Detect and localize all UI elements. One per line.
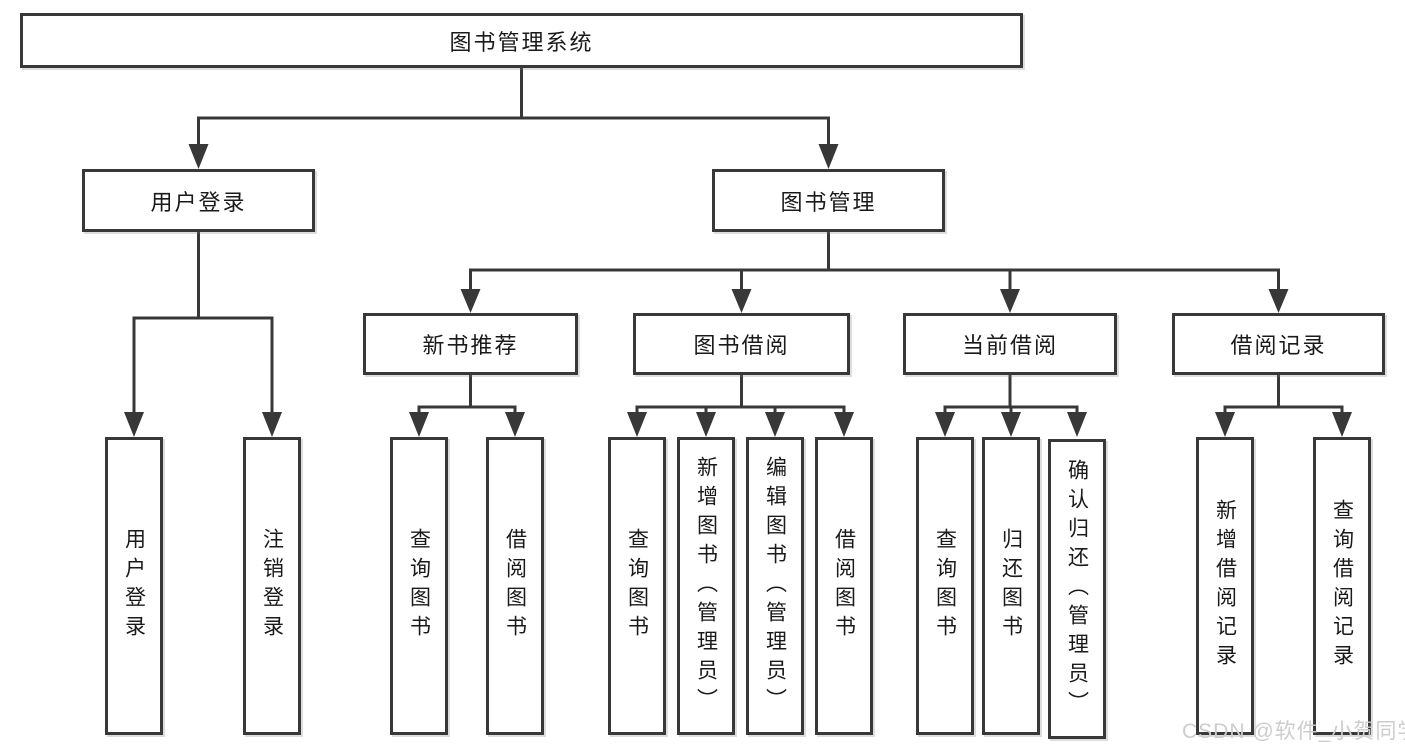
leaf-add-books-admin-label: 新增图书（管理员） (694, 455, 718, 717)
leaf-query-books-borrowing-label: 查询图书 (625, 528, 649, 644)
leaf-edit-books-admin: 编辑图书（管理员） (746, 437, 804, 735)
leaf-query-books-current: 查询图书 (916, 437, 974, 735)
arrowhead-icons (124, 144, 1352, 437)
leaf-query-books-current-label: 查询图书 (933, 528, 957, 644)
node-borrowing-records-label: 借阅记录 (1230, 333, 1327, 358)
node-library-system-label: 图书管理系统 (449, 29, 594, 55)
node-user-login-module-label: 用户登录 (150, 189, 247, 215)
leaf-user-login: 用户登录 (105, 437, 163, 735)
node-new-book-recommendation-label: 新书推荐 (422, 333, 519, 358)
leaf-confirm-return-admin: 确认归还（管理员） (1048, 439, 1106, 739)
leaf-confirm-return-admin-label: 确认归还（管理员） (1065, 458, 1089, 720)
leaf-query-books-recommend: 查询图书 (390, 437, 448, 735)
node-library-system: 图书管理系统 (20, 13, 1023, 68)
leaf-borrow-books: 借阅图书 (815, 437, 873, 735)
leaf-query-borrow-record: 查询借阅记录 (1313, 437, 1371, 735)
leaf-query-borrow-record-label: 查询借阅记录 (1330, 499, 1354, 673)
leaf-logout-login-label: 注销登录 (260, 528, 284, 644)
node-book-management-module: 图书管理 (712, 169, 945, 232)
csdn-watermark: CSDN @软件_小贺同学 (1182, 720, 1405, 743)
leaf-add-borrow-record-label: 新增借阅记录 (1213, 499, 1237, 673)
leaf-query-books-borrowing: 查询图书 (608, 437, 666, 735)
node-new-book-recommendation: 新书推荐 (363, 313, 578, 375)
leaf-add-borrow-record: 新增借阅记录 (1196, 437, 1254, 735)
node-book-borrowing: 图书借阅 (633, 313, 850, 375)
leaf-logout-login: 注销登录 (243, 437, 301, 735)
node-book-borrowing-label: 图书借阅 (693, 333, 790, 358)
node-borrowing-records: 借阅记录 (1172, 313, 1385, 375)
leaf-return-books: 归还图书 (982, 437, 1040, 735)
leaf-return-books-label: 归还图书 (999, 528, 1023, 644)
leaf-borrow-books-label: 借阅图书 (832, 528, 856, 644)
node-current-borrowing: 当前借阅 (903, 313, 1117, 375)
leaf-query-books-recommend-label: 查询图书 (407, 528, 431, 644)
leaf-borrow-books-recommend-label: 借阅图书 (503, 528, 527, 644)
leaf-user-login-label: 用户登录 (122, 528, 146, 644)
leaf-borrow-books-recommend: 借阅图书 (486, 437, 544, 735)
node-user-login-module: 用户登录 (82, 169, 315, 232)
leaf-edit-books-admin-label: 编辑图书（管理员） (763, 455, 787, 717)
node-book-management-module-label: 图书管理 (780, 189, 877, 215)
node-current-borrowing-label: 当前借阅 (961, 333, 1058, 358)
leaf-add-books-admin: 新增图书（管理员） (677, 437, 735, 735)
